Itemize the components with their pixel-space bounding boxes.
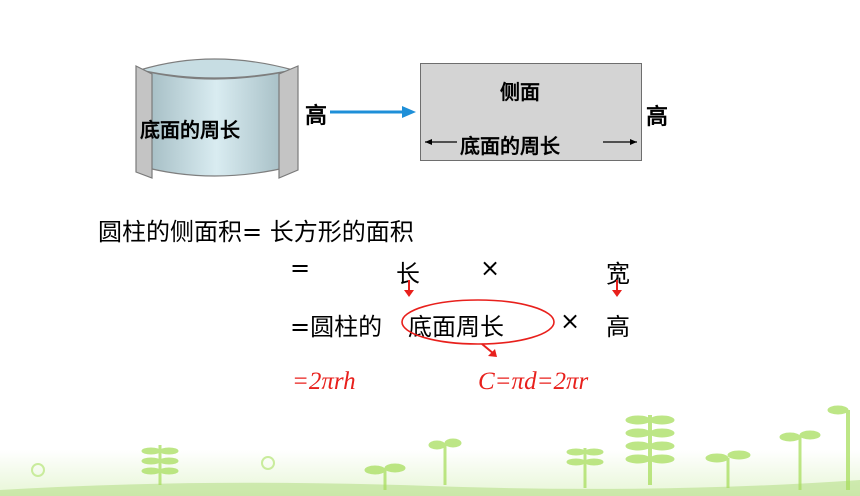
times-sign-1: ×: [480, 254, 501, 282]
red-arrow-down-icon: [404, 280, 414, 297]
rectangle-title: 侧面: [500, 80, 540, 104]
times-sign-2: ×: [560, 307, 581, 335]
rectangle-width-label: 底面的周长: [460, 134, 560, 158]
red-arrow-down-icon: [612, 280, 622, 297]
rectangle-height-label: 高: [646, 105, 669, 130]
formula-equals-2: =: [290, 254, 311, 282]
formula-line-3-prefix: =圆柱的: [290, 313, 383, 341]
cylinder-side-surface: [135, 58, 299, 179]
cylinder-base-circumference-label: 底面的周长: [140, 118, 240, 142]
formula-line-1: 圆柱的侧面积= 长方形的面积: [98, 218, 414, 246]
height-word: 高: [606, 313, 630, 341]
red-circle-highlight: [401, 299, 555, 357]
unroll-arrow-icon: [330, 106, 416, 118]
lateral-area-formula: =2πrh: [292, 368, 356, 395]
base-circumference-circled: 底面周长: [408, 313, 504, 341]
width-dimension-arrows: [425, 139, 637, 145]
circumference-formula: C=πd=2πr: [478, 368, 589, 395]
unrolled-rectangle: [420, 63, 642, 161]
cylinder-height-label: 高: [305, 104, 328, 129]
